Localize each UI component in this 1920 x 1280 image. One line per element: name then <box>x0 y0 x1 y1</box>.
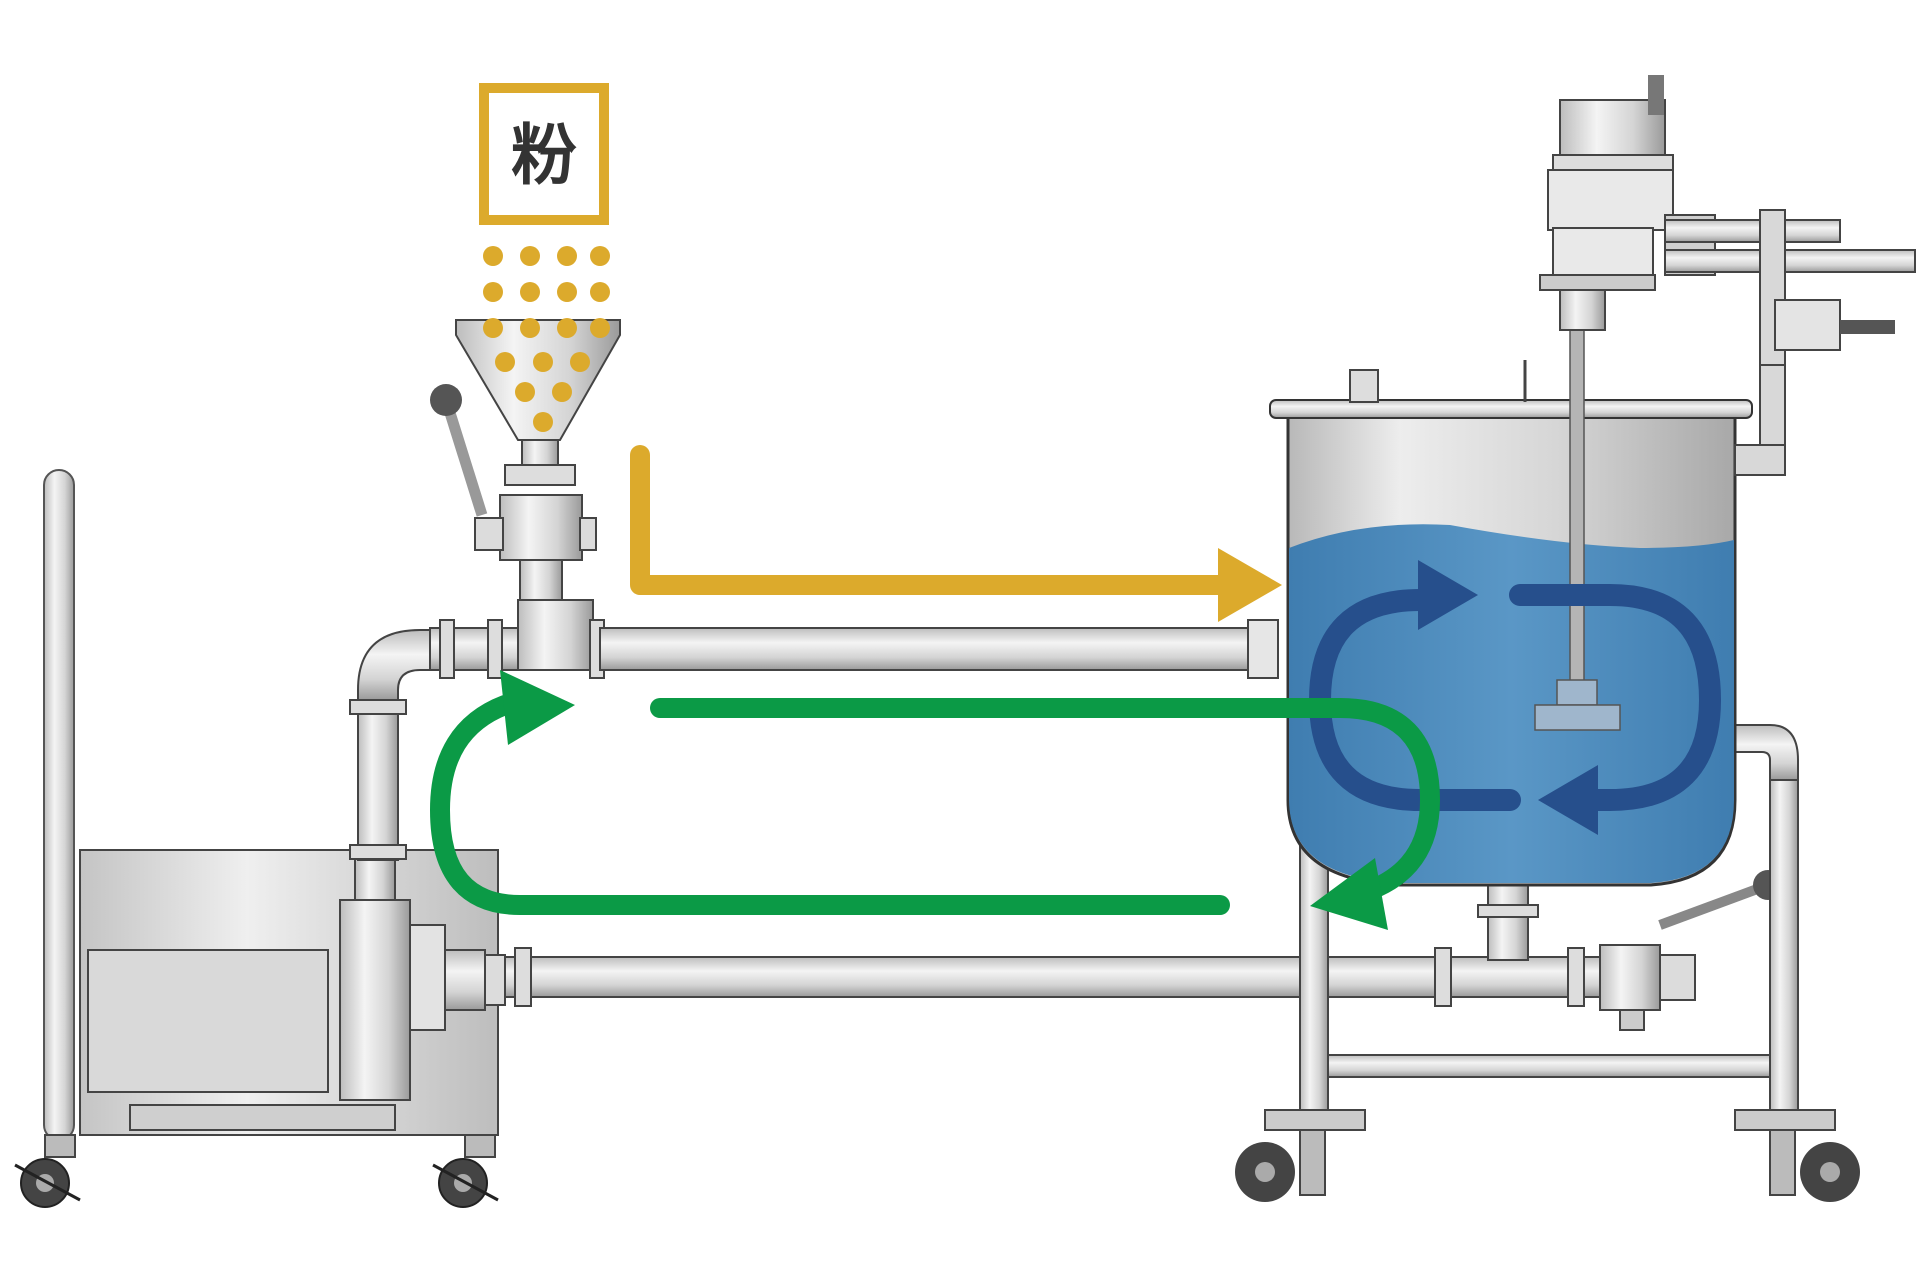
powder-particles <box>483 246 610 432</box>
agitator-motor-icon <box>1539 75 1916 476</box>
caster-wheel-icon <box>14 1134 81 1208</box>
recirculation-flow-arrow <box>429 670 1441 930</box>
valve-lever-icon <box>1599 870 1783 1031</box>
powder-label: 粉 <box>511 117 577 194</box>
cart-handle-pole <box>43 469 75 1141</box>
mixing-tee <box>517 599 594 671</box>
pump-cart <box>14 469 506 1208</box>
agitation-arrow-head <box>1538 765 1598 835</box>
caster-wheel-icon <box>1734 1109 1860 1202</box>
valve-lever-icon <box>440 398 488 517</box>
caster-wheel-icon <box>1235 1109 1366 1202</box>
powder-flow-arrow <box>630 445 1282 622</box>
motor-housing <box>87 949 329 1093</box>
pump-icon <box>339 899 411 1101</box>
agitation-arrow-head <box>1418 560 1478 630</box>
hopper-funnel-icon <box>455 319 621 441</box>
powder-box-icon: 粉 <box>479 83 609 225</box>
piping <box>349 599 1783 1031</box>
powder-hopper <box>430 319 621 601</box>
caster-wheel-icon <box>432 1134 499 1208</box>
feed-pipe <box>599 627 1251 671</box>
